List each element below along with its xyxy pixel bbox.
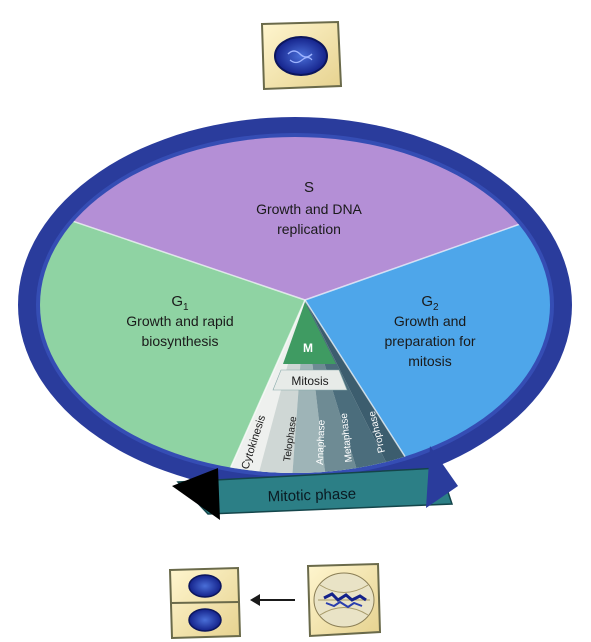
mitosis-label: Mitosis <box>291 374 328 388</box>
g2-phase-line1: Growth and <box>394 313 466 329</box>
g1-phase-subscript: 1 <box>183 302 189 313</box>
mitotic-phase-label: Mitotic phase <box>267 485 356 505</box>
daughter-cells-icon <box>170 568 240 638</box>
g2-phase-subscript: 2 <box>433 302 439 313</box>
metaphase-cell-icon <box>308 564 380 636</box>
m-phase-label: M <box>303 341 313 355</box>
s-phase-line2: replication <box>277 221 341 237</box>
interphase-cell-icon <box>262 22 341 89</box>
g1-phase-line1: Growth and rapid <box>126 313 233 329</box>
g1-phase-letter: G <box>171 293 183 310</box>
g2-phase-line2: preparation for <box>384 333 475 349</box>
s-phase-line1: Growth and DNA <box>256 201 362 217</box>
g1-phase-line2: biosynthesis <box>141 333 218 349</box>
s-phase-letter: S <box>304 179 314 196</box>
left-arrow-icon <box>250 594 295 606</box>
g2-phase-letter: G <box>421 293 433 310</box>
g2-phase-line3: mitosis <box>408 353 452 369</box>
stage-anaphase-label: Anaphase <box>315 419 328 465</box>
